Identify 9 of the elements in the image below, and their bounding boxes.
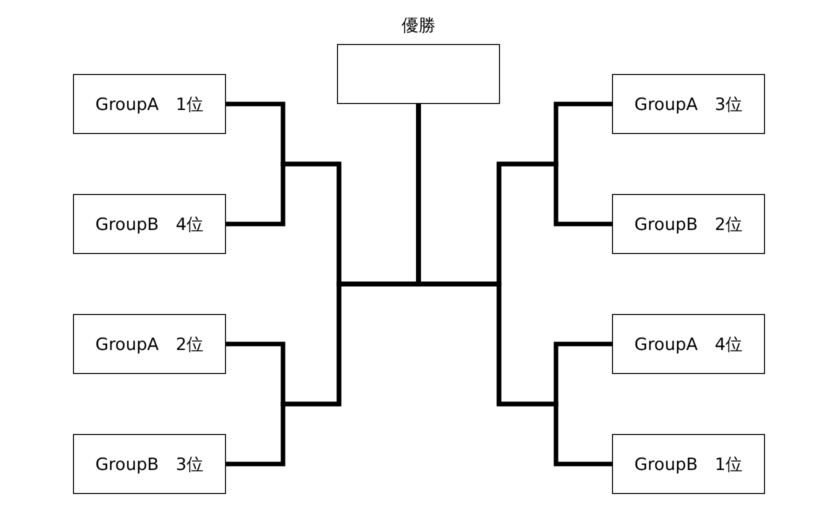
team-box: GroupB 3位 — [73, 434, 226, 494]
box-heading: 優勝 — [402, 15, 436, 38]
team-box: GroupB 4位 — [73, 194, 226, 254]
team-box: GroupA 3位 — [612, 74, 765, 134]
team-box: GroupA 4位 — [612, 314, 765, 374]
team-box: GroupA 2位 — [73, 314, 226, 374]
team-box: GroupB 1位 — [612, 434, 765, 494]
team-box: GroupB 2位 — [612, 194, 765, 254]
team-box: GroupA 1位 — [73, 74, 226, 134]
